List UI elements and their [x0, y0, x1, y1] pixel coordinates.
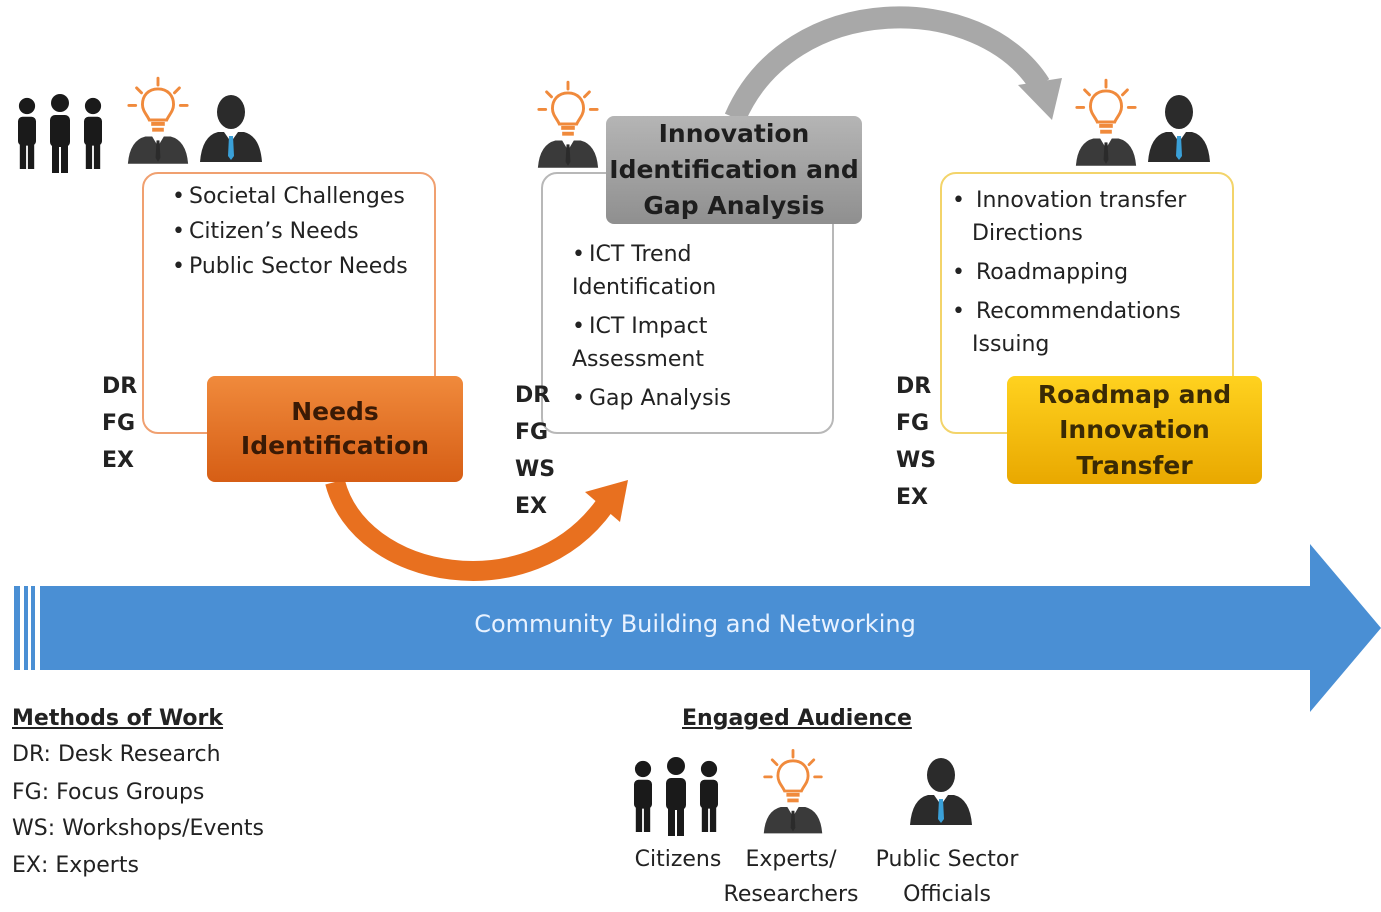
- method-code: EX: [515, 494, 547, 519]
- methods-legend-item: FG: Focus Groups: [12, 780, 205, 805]
- method-code: EX: [102, 448, 134, 473]
- needs-identification-box: Needs Identification: [207, 376, 463, 482]
- innovation-identification-box: Innovation Identification and Gap Analys…: [606, 116, 862, 224]
- stage1-bullets: •Societal Challenges •Citizen’s Needs •P…: [172, 184, 408, 288]
- method-code: DR: [515, 383, 551, 408]
- stage-label-line: Identification and: [609, 154, 859, 184]
- methods-legend-item: EX: Experts: [12, 853, 139, 878]
- stage-label-line: Transfer: [1076, 450, 1193, 480]
- bullet-item: •Gap Analysis: [572, 386, 732, 411]
- method-code: FG: [102, 411, 136, 436]
- citizens-group-icon: [630, 757, 720, 838]
- method-code: WS: [515, 457, 556, 482]
- methods-legend-item: WS: Workshops/Events: [12, 816, 265, 841]
- method-code: FG: [896, 411, 930, 436]
- stage2-method-codes: DR FG WS EX: [515, 377, 555, 525]
- audience-title: Engaged Audience: [682, 706, 912, 731]
- citizens-group-icon: [14, 94, 104, 175]
- method-code: DR: [896, 374, 932, 399]
- bullet-item: •Public Sector Needs: [172, 253, 408, 279]
- audience-label-officials: Public Sector Officials: [875, 847, 1019, 908]
- stage-label-line: Innovation: [1059, 415, 1210, 445]
- stage-label-line: Roadmap and: [1037, 379, 1232, 409]
- expert-lightbulb-icon: [1072, 78, 1140, 166]
- method-code: WS: [896, 448, 937, 473]
- stage3-method-codes: DR FG WS EX: [896, 368, 936, 516]
- audience-label-experts: Experts/ Researchers: [723, 847, 859, 908]
- stage1-method-codes: DR FG EX: [102, 368, 137, 479]
- stage-label-line: Needs: [291, 397, 379, 427]
- official-person-icon: [1144, 90, 1214, 164]
- audience-label-citizens: Citizens: [634, 847, 722, 872]
- stage-label-line: Identification: [240, 431, 430, 460]
- method-code: EX: [896, 485, 928, 510]
- expert-lightbulb-icon: [124, 75, 192, 165]
- bullet-item: •Citizen’s Needs: [172, 218, 359, 244]
- methods-legend-item: DR: Desk Research: [12, 742, 221, 767]
- official-person-icon: [196, 90, 266, 164]
- roadmap-transfer-box: Roadmap and Innovation Transfer: [1007, 376, 1262, 484]
- stage-label-line: Gap Analysis: [643, 191, 825, 221]
- bullet-item: •Societal Challenges: [172, 184, 405, 209]
- method-code: DR: [102, 374, 138, 399]
- expert-lightbulb-icon: [760, 748, 826, 834]
- banner-label: Community Building and Networking: [474, 610, 916, 638]
- expert-lightbulb-icon: [534, 80, 602, 168]
- stage-label-line: Innovation: [658, 118, 810, 148]
- bullet-item: • Roadmapping: [952, 260, 1129, 285]
- official-person-icon: [906, 752, 976, 828]
- method-code: FG: [515, 420, 549, 445]
- methods-legend-title: Methods of Work: [12, 706, 224, 731]
